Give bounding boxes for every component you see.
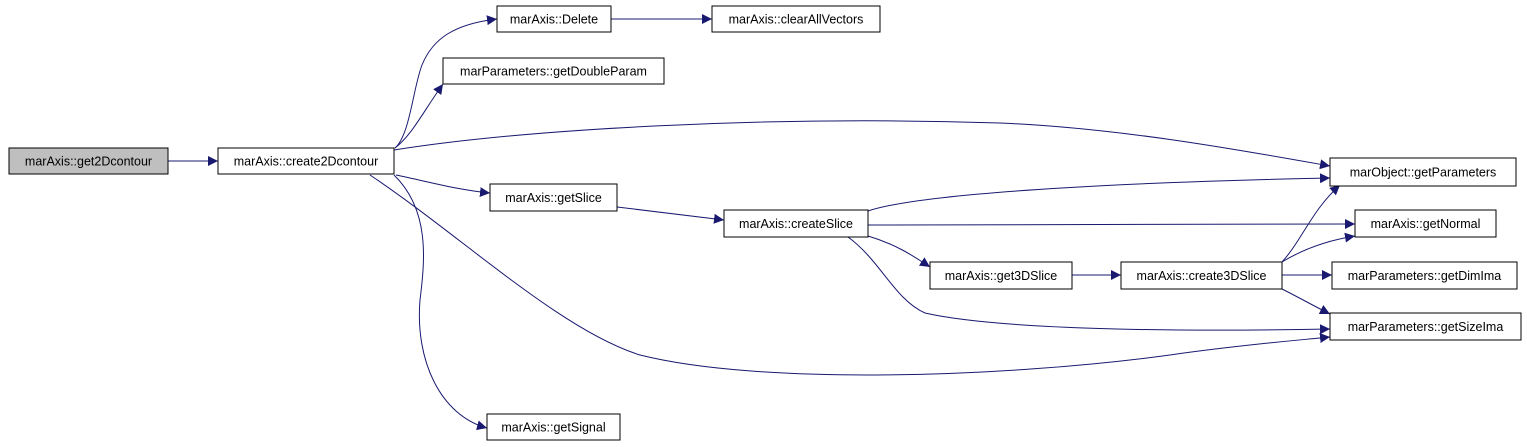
node-label: marAxis::Delete <box>510 13 598 27</box>
edge-arrow <box>867 219 1356 230</box>
edge-arrow <box>394 83 444 149</box>
node-getParameters[interactable]: marObject::getParameters <box>1329 157 1517 187</box>
node-label: marAxis::getSlice <box>505 191 602 205</box>
edge-createSlice-to-get3DSlice <box>867 235 931 268</box>
edges-layer <box>168 14 1356 431</box>
edge-createSlice-to-getParameters <box>867 173 1331 212</box>
node-getDoubleParam[interactable]: marParameters::getDoubleParam <box>442 57 665 85</box>
node-label: marParameters::getDoubleParam <box>460 65 647 79</box>
node-label: marAxis::getSignal <box>501 421 605 435</box>
edge-arrow <box>867 235 931 268</box>
node-label: marAxis::createSlice <box>739 217 853 231</box>
node-clearAllVectors[interactable]: marAxis::clearAllVectors <box>711 5 881 33</box>
node-label: marAxis::get3DSlice <box>945 269 1058 283</box>
node-create3DSlice[interactable]: marAxis::create3DSlice <box>1120 261 1283 290</box>
node-getSizeIma[interactable]: marParameters::getSizeIma <box>1329 312 1522 341</box>
edge-arrow <box>395 174 491 198</box>
node-label: marAxis::getNormal <box>1371 217 1481 231</box>
edge-create2Dcontour-to-getDoubleParam <box>394 83 444 149</box>
node-getSignal[interactable]: marAxis::getSignal <box>486 413 621 441</box>
edge-create2Dcontour-to-getParameters <box>393 120 1331 170</box>
edge-arrow <box>847 236 1331 335</box>
edge-create2Dcontour-to-getSizeIma <box>369 174 1331 376</box>
edge-create2Dcontour-to-Delete <box>394 15 498 149</box>
node-get3DSlice[interactable]: marAxis::get3DSlice <box>929 261 1073 290</box>
edge-getSlice-to-createSlice <box>616 206 725 224</box>
edge-arrow <box>1281 288 1331 315</box>
edge-create3DSlice-to-getSizeIma <box>1281 288 1331 315</box>
node-getNormal[interactable]: marAxis::getNormal <box>1354 209 1497 238</box>
node-create2Dcontour[interactable]: marAxis::create2Dcontour <box>217 147 395 175</box>
nodes-layer: marAxis::get2Dcontour marAxis::create2Dc… <box>8 5 1522 441</box>
node-label: marAxis::clearAllVectors <box>729 13 864 27</box>
edge-arrow <box>393 120 1331 170</box>
node-label: marAxis::get2Dcontour <box>25 155 152 169</box>
edge-arrow <box>616 206 725 224</box>
edge-arrow <box>1281 184 1341 263</box>
edge-arrow <box>1281 232 1356 263</box>
node-label: marObject::getParameters <box>1350 166 1497 180</box>
edge-createSlice-to-getSizeIma <box>847 236 1331 335</box>
edge-create2Dcontour-to-getSignal <box>393 174 488 431</box>
node-label: marParameters::getSizeIma <box>1348 320 1504 334</box>
edge-create2Dcontour-to-getSlice <box>395 174 491 198</box>
node-label: marParameters::getDimIma <box>1348 269 1502 283</box>
edge-arrow <box>394 15 498 149</box>
node-createSlice[interactable]: marAxis::createSlice <box>723 209 869 238</box>
node-label: marAxis::create3DSlice <box>1137 269 1267 283</box>
edge-createSlice-to-getNormal <box>867 219 1356 230</box>
node-label: marAxis::create2Dcontour <box>234 155 379 169</box>
node-getDimIma[interactable]: marParameters::getDimIma <box>1331 261 1518 290</box>
node-getSlice[interactable]: marAxis::getSlice <box>489 183 618 212</box>
edge-arrow <box>867 173 1331 212</box>
node-get2Dcontour[interactable]: marAxis::get2Dcontour <box>8 147 169 175</box>
edge-create3DSlice-to-getParameters <box>1281 184 1341 263</box>
edge-arrow <box>393 174 488 431</box>
edge-arrow <box>369 174 1331 376</box>
edge-create3DSlice-to-getNormal <box>1281 232 1356 263</box>
node-Delete[interactable]: marAxis::Delete <box>496 5 612 33</box>
